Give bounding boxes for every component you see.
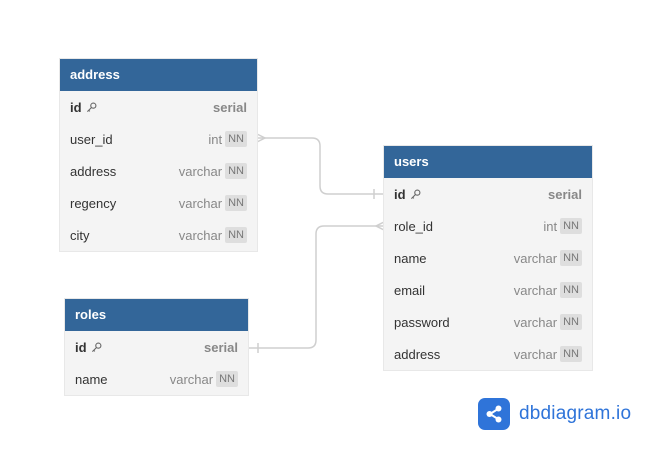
field-name-wrap: name	[394, 251, 427, 266]
field-type: serial	[204, 339, 238, 355]
field-name: address	[394, 346, 441, 362]
not-null-badge: NN	[560, 346, 582, 362]
field-type: varchar	[178, 163, 223, 179]
brand-text: dbdiagram.io	[519, 403, 632, 424]
field-type: int	[208, 131, 223, 147]
crowfoot-marker	[374, 221, 385, 231]
crowfoot-marker	[256, 133, 267, 143]
field-name: id	[70, 99, 82, 115]
field-name-wrap: address	[394, 347, 440, 362]
share-nodes-icon	[478, 398, 510, 430]
not-null-badge: NN	[225, 227, 247, 243]
field-name: password	[394, 314, 450, 330]
field-name-wrap: email	[394, 283, 425, 298]
field-row-address-id[interactable]: id serial	[60, 91, 257, 123]
field-type: int	[543, 218, 558, 234]
field-type-wrap: serial	[213, 100, 247, 115]
edge-users-roles[interactable]	[248, 221, 385, 353]
field-name-wrap: id	[75, 340, 102, 355]
field-type: varchar	[513, 346, 558, 362]
field-name-wrap: name	[75, 372, 108, 387]
field-name-wrap: city	[70, 228, 90, 243]
field-name: user_id	[70, 131, 113, 147]
field-name-wrap: user_id	[70, 132, 113, 147]
field-name: name	[394, 250, 427, 266]
field-row-roles-id[interactable]: id serial	[65, 331, 248, 363]
key-icon	[410, 189, 421, 199]
field-name-wrap: id	[394, 187, 421, 202]
field-name: id	[394, 186, 406, 202]
key-icon	[86, 102, 97, 112]
not-null-badge: NN	[560, 218, 582, 234]
not-null-badge: NN	[225, 163, 247, 179]
field-name-wrap: role_id	[394, 219, 433, 234]
field-type: serial	[213, 99, 247, 115]
field-type: varchar	[513, 314, 558, 330]
not-null-badge: NN	[216, 371, 238, 387]
field-type: varchar	[513, 250, 558, 266]
table-header-address[interactable]: address	[60, 59, 257, 91]
field-type: varchar	[513, 282, 558, 298]
table-header-roles[interactable]: roles	[65, 299, 248, 331]
field-type: varchar	[178, 195, 223, 211]
field-name-wrap: password	[394, 315, 450, 330]
not-null-badge: NN	[560, 250, 582, 266]
field-name: regency	[70, 195, 117, 211]
edge-address-users[interactable]	[256, 133, 384, 199]
key-icon	[91, 342, 102, 352]
field-type: varchar	[169, 371, 214, 387]
field-type: serial	[548, 186, 582, 202]
field-name-wrap: id	[70, 100, 97, 115]
field-name-wrap: regency	[70, 196, 116, 211]
not-null-badge: NN	[225, 195, 247, 211]
field-name-wrap: address	[70, 164, 116, 179]
field-type-wrap: serial	[204, 340, 238, 355]
field-name: city	[70, 227, 90, 243]
not-null-badge: NN	[560, 314, 582, 330]
brand-logo[interactable]: dbdiagram.io	[478, 398, 631, 430]
field-name: role_id	[394, 218, 434, 234]
field-type-wrap: serial	[548, 187, 582, 202]
field-row-users-id[interactable]: id serial	[384, 178, 592, 210]
not-null-badge: NN	[560, 282, 582, 298]
table-header-users[interactable]: users	[384, 146, 592, 178]
field-name: name	[75, 371, 108, 387]
field-name: address	[70, 163, 117, 179]
not-null-badge: NN	[225, 131, 247, 147]
field-name: id	[75, 339, 87, 355]
field-type: varchar	[178, 227, 223, 243]
field-name: email	[394, 282, 426, 298]
